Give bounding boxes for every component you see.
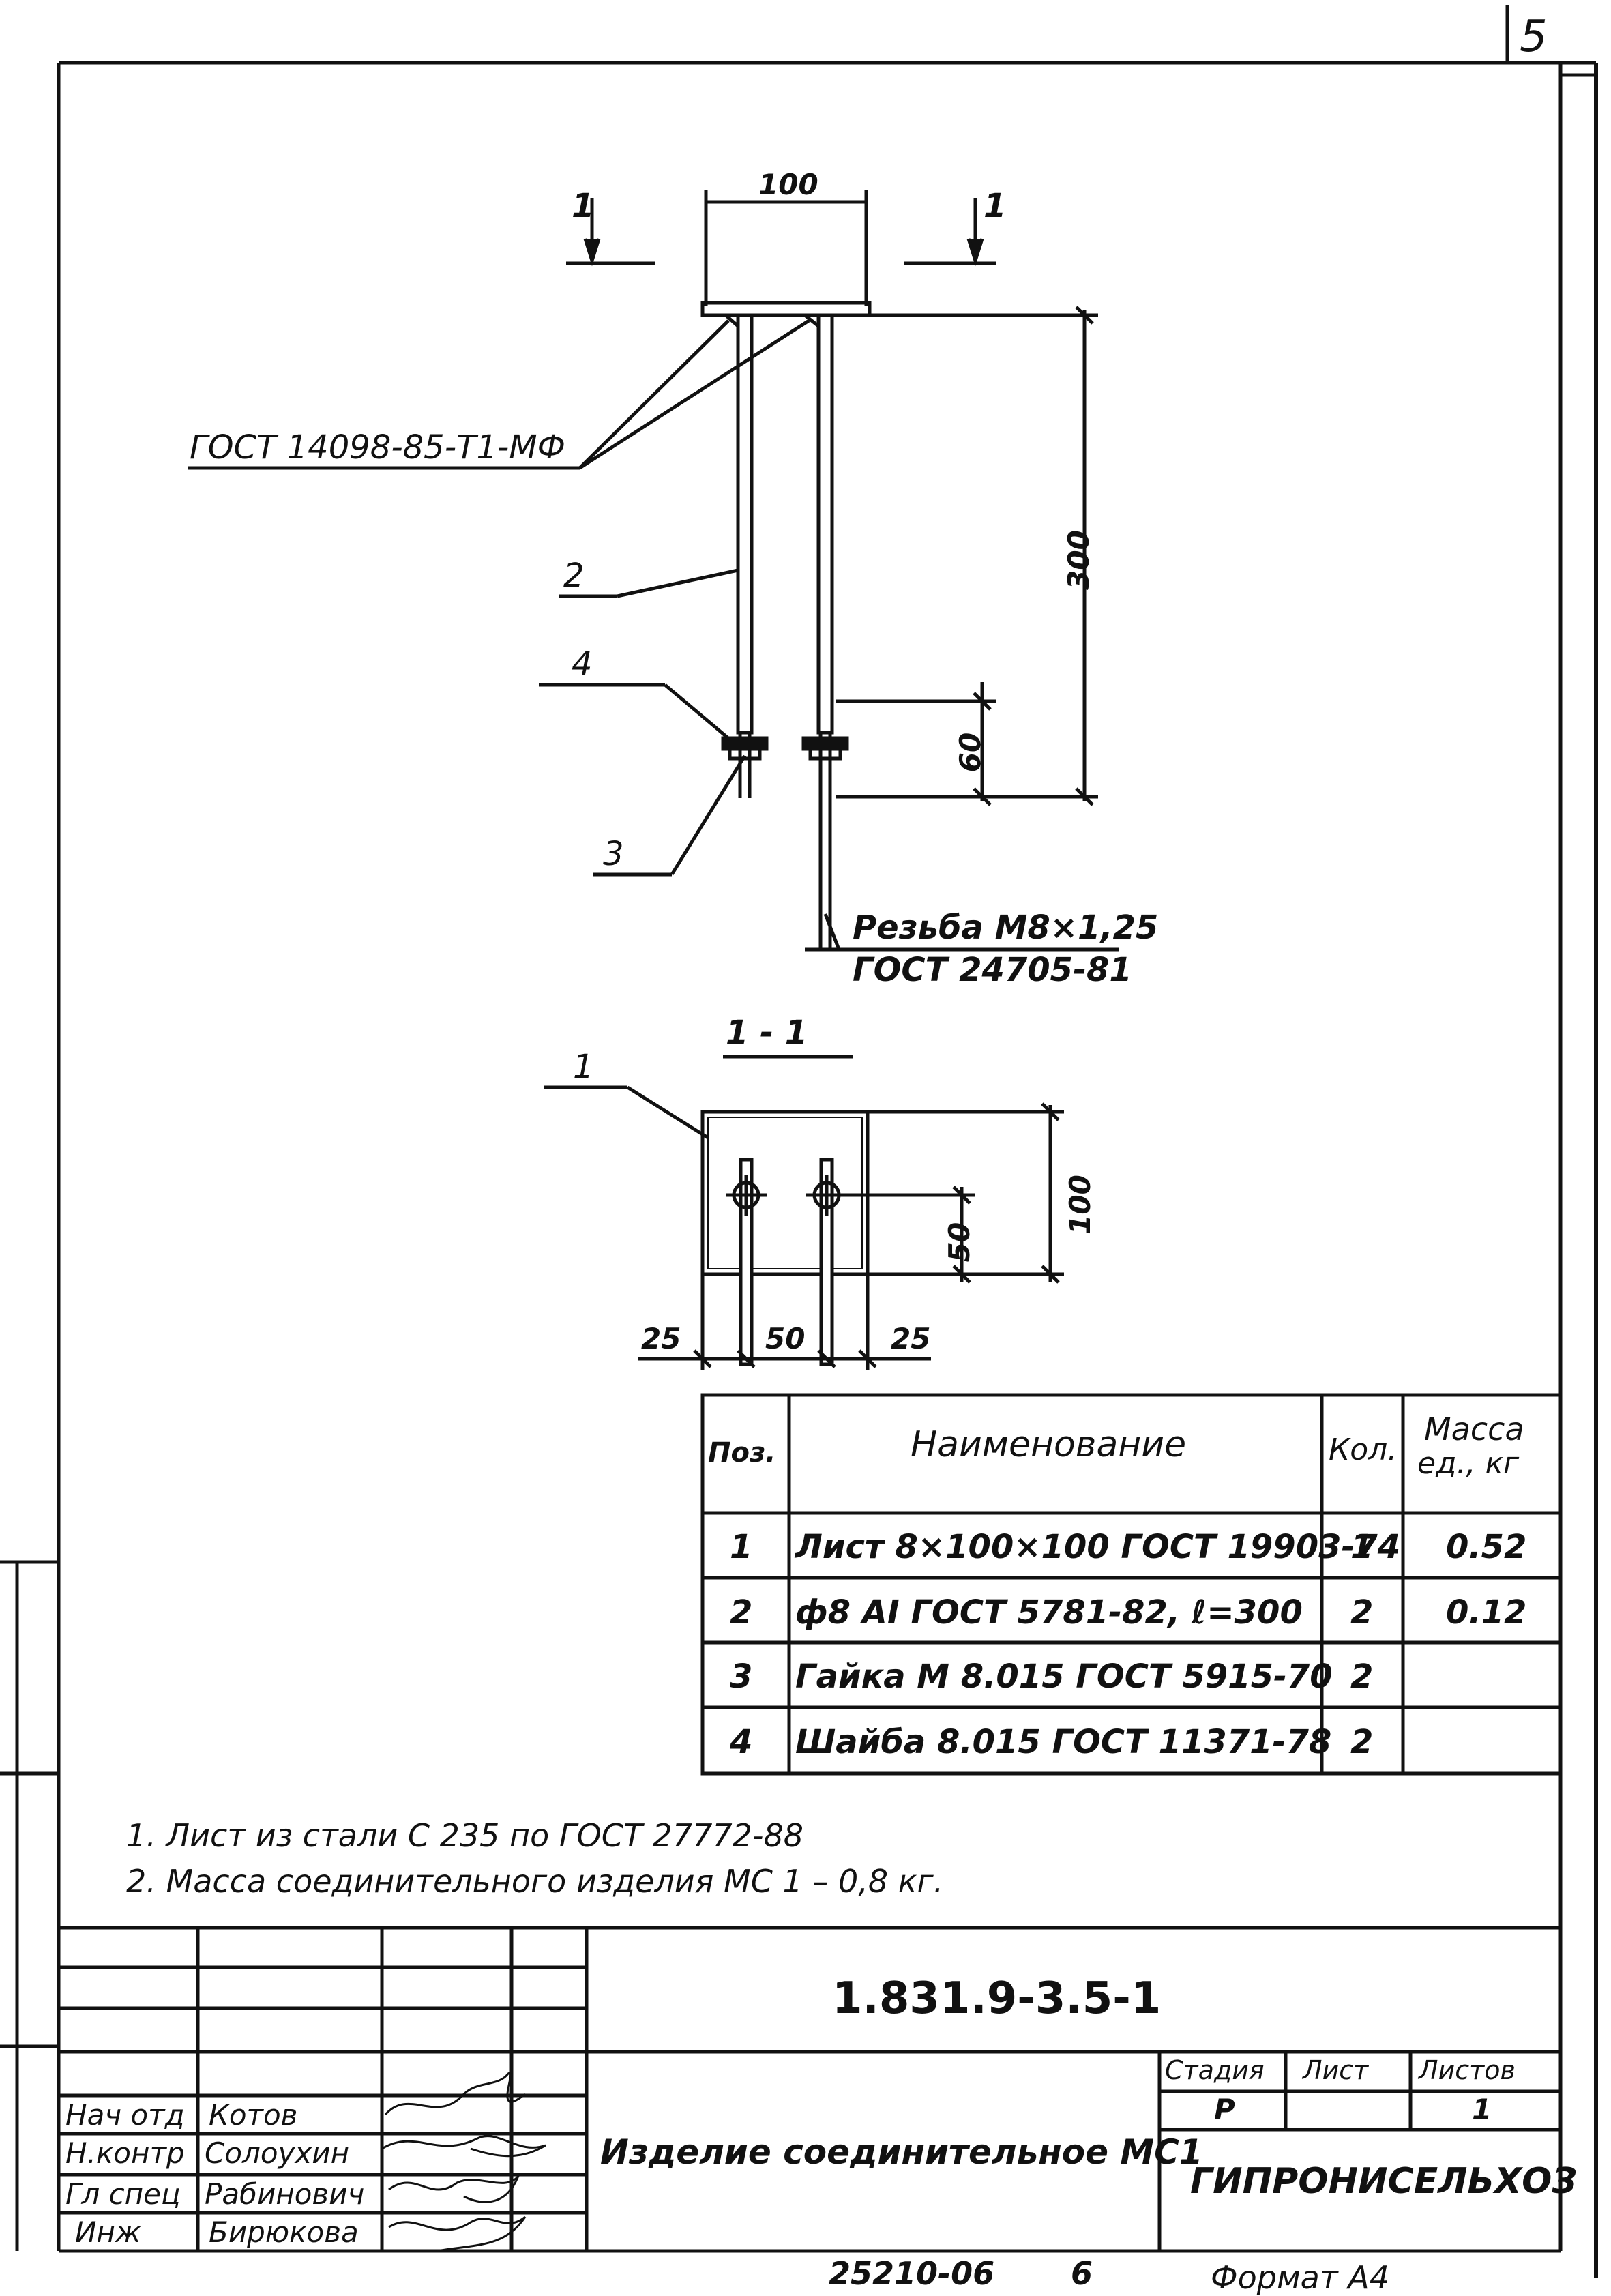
dim-thread: 60 [954,732,988,773]
thread-line1: Резьба М8×1,25 [853,909,1159,947]
spec-row-qty: 1 [1350,1528,1374,1566]
pos4-label: 4 [572,645,593,683]
spec-header-mass-2: ед., кг [1417,1446,1520,1481]
role-head: Нач отд [65,2098,185,2132]
dim-height: 300 [1061,530,1095,590]
spec-header-qty: Кол. [1329,1432,1398,1467]
signature-3 [388,2175,520,2203]
rod-left [736,313,754,735]
pos3-label: 3 [603,835,624,873]
spec-row-qty: 2 [1350,1593,1374,1632]
spec-row-qty: 2 [1350,1658,1374,1696]
section-mark-right: 1 [984,187,1007,225]
name-chief-specialist: Рабинович [205,2177,365,2211]
weld-label: ГОСТ 14098-85-Т1-МФ [190,428,565,467]
spec-row-mass: 0.52 [1446,1528,1527,1566]
spec-header-mass-1: Масса [1424,1411,1524,1447]
sheets-value: 1 [1472,2093,1492,2126]
spec-row-pos: 2 [730,1593,753,1632]
pos2-label: 2 [563,557,585,595]
spec-row-name: Шайба 8.015 ГОСТ 11371-78 [795,1723,1332,1761]
signature-2 [381,2135,546,2158]
dim-top-width: 100 [758,168,818,201]
sheets-label: Листов [1419,2055,1516,2085]
rod-right [816,313,834,735]
format-label: Формат А4 [1211,2259,1389,2296]
role-engineer: Инж [75,2216,141,2249]
note-2: 2. Масса соединительного изделия МС 1 – … [126,1863,944,1900]
dim-mid: 50 [765,1322,806,1355]
section-mark-left: 1 [572,187,595,225]
spec-row-pos: 1 [730,1528,753,1566]
organization: ГИПРОНИСЕЛЬХОЗ [1190,2161,1578,2202]
product-name: Изделие соединительное МС1 [600,2132,1203,2172]
doc-code: 1.831.9-3.5-1 [832,1973,1162,2024]
signatures [381,2072,546,2252]
inventory-number: 25210-06 [829,2255,995,2292]
spec-row-pos: 3 [730,1658,753,1696]
signature-1 [384,2072,526,2115]
stage-value: Р [1214,2093,1235,2126]
spec-row-qty: 2 [1350,1723,1374,1761]
spec-row-mass: 0.12 [1446,1593,1527,1632]
stage-label: Стадия [1165,2055,1265,2085]
role-norm-control: Н.контр [65,2136,185,2170]
spec-row-name: Гайка М 8.015 ГОСТ 5915-70 [795,1658,1333,1696]
dim-plate-height: 100 [1063,1175,1097,1235]
note-1: 1. Лист из стали С 235 по ГОСТ 27772-88 [126,1817,804,1854]
section-plate [700,1110,870,1276]
spec-header-name: Наименование [911,1424,1187,1465]
signature-4 [388,2216,527,2252]
section-title: 1 - 1 [726,1014,808,1052]
name-norm-control: Солоухин [205,2136,350,2170]
elevation-plate [700,301,872,317]
sheet-label: Лист [1303,2055,1369,2085]
dim-half: 50 [943,1222,977,1263]
name-head: Котов [209,2098,298,2132]
dim-left: 25 [641,1322,681,1355]
spec-row-name: ф8 АI ГОСТ 5781-82, ℓ=300 [795,1593,1303,1632]
spec-row-name: Лист 8×100×100 ГОСТ 19903-74 [795,1528,1401,1566]
thread-line2: ГОСТ 24705-81 [853,951,1132,989]
role-chief-specialist: Гл спец [65,2177,181,2211]
pos1-label: 1 [573,1048,594,1086]
dim-right: 25 [891,1322,931,1355]
inventory-sheet: 6 [1071,2255,1093,2292]
sheet-number: 5 [1520,12,1548,62]
spec-table [700,1393,1563,1776]
spec-header-pos: Поз. [708,1437,776,1469]
name-engineer: Бирюкова [209,2216,359,2249]
spec-row-pos: 4 [730,1723,753,1761]
